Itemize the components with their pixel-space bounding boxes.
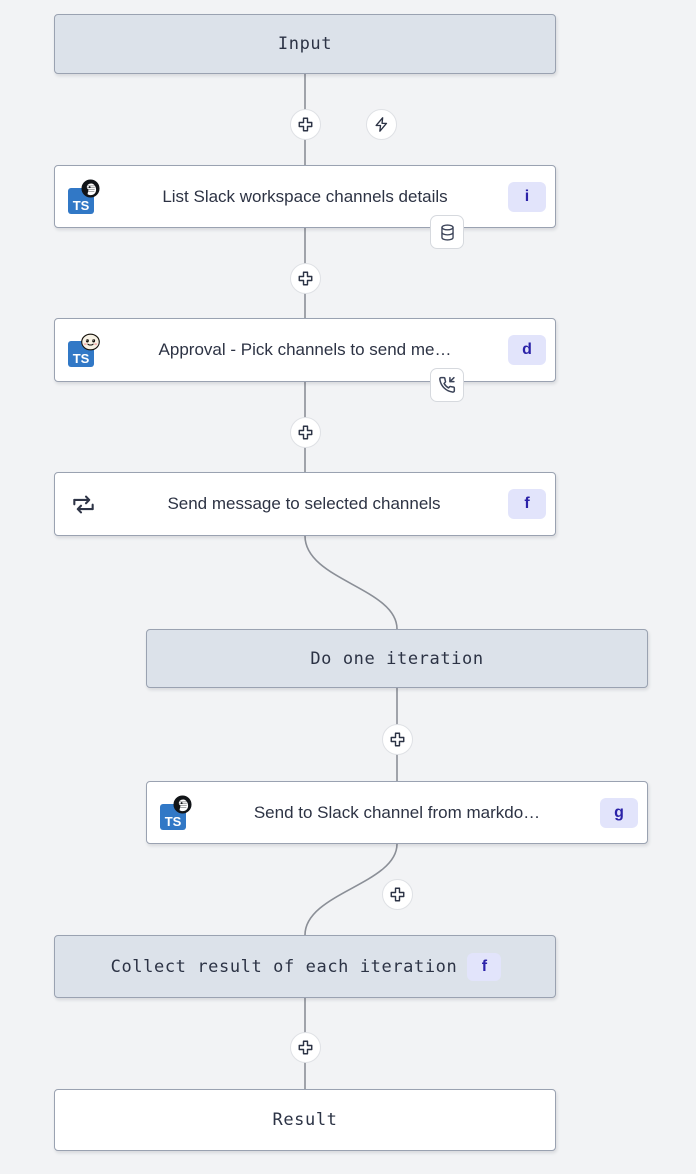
bun-icon	[81, 332, 100, 351]
plus-icon	[298, 1040, 313, 1055]
node-send-message-selected-channels[interactable]: Send message to selected channels f	[54, 472, 556, 536]
node-send-message-selected-channels-badge: f	[508, 489, 546, 519]
node-do-one-iteration[interactable]: Do one iteration	[146, 629, 648, 688]
node-send-to-slack-from-markdown-badge: g	[600, 797, 638, 828]
node-do-one-iteration-label: Do one iteration	[310, 648, 484, 669]
plus-icon	[298, 425, 313, 440]
node-send-to-slack-from-markdown-label: Send to Slack channel from markdo…	[253, 802, 541, 822]
plus-icon	[390, 887, 405, 902]
node-collect-result[interactable]: Collect result of each iteration f	[54, 935, 556, 998]
node-list-slack-channels-label: List Slack workspace channels details	[162, 186, 448, 206]
add-trigger-button[interactable]	[366, 109, 397, 140]
node-collect-result-label: Collect result of each iteration	[110, 956, 458, 977]
add-step-button-after-approval[interactable]	[290, 417, 321, 448]
node-input-label: Input	[277, 34, 333, 54]
lightning-icon	[375, 117, 388, 132]
node-send-to-slack-from-markdown[interactable]: TS Send to Slack channel from markdo… g	[146, 781, 648, 844]
node-result[interactable]: Result	[54, 1089, 556, 1151]
plus-icon	[298, 117, 313, 132]
plus-icon	[390, 732, 405, 747]
node-approval-pick-channels-badge: d	[508, 335, 546, 365]
plus-icon	[298, 271, 313, 286]
database-resource-button[interactable]	[430, 215, 464, 249]
node-list-slack-channels[interactable]: TS List Slack workspace channels details…	[54, 165, 556, 228]
node-send-message-selected-channels-label: Send message to selected channels	[167, 494, 441, 513]
phone-incoming-icon	[439, 376, 456, 393]
add-step-button-inside-iteration[interactable]	[382, 724, 413, 755]
repeat-icon-wrap	[66, 487, 100, 521]
node-collect-result-badge: f	[467, 952, 502, 981]
node-approval-pick-channels[interactable]: TS Approval - Pick channels to send me… …	[54, 318, 556, 382]
node-approval-pick-channels-label: Approval - Pick channels to send me…	[158, 340, 452, 359]
typescript-bun-icon: TS	[66, 332, 102, 368]
repeat-icon	[72, 495, 94, 513]
add-step-button-after-send-to-slack[interactable]	[382, 879, 413, 910]
database-icon	[440, 223, 454, 241]
add-step-button-after-collect[interactable]	[290, 1032, 321, 1063]
typescript-deno-icon: TS	[66, 178, 102, 215]
edge-send-to-iteration	[304, 535, 398, 630]
typescript-icon: TS	[68, 341, 94, 367]
node-input[interactable]: Input	[54, 14, 556, 74]
deno-icon	[81, 178, 100, 198]
node-result-label: Result	[272, 1110, 338, 1130]
approval-resume-button[interactable]	[430, 368, 464, 402]
typescript-deno-icon: TS	[158, 794, 194, 831]
node-list-slack-channels-badge: i	[508, 181, 546, 212]
add-step-button-after-list-channels[interactable]	[290, 263, 321, 294]
deno-icon	[173, 794, 192, 814]
add-step-button-after-input[interactable]	[290, 109, 321, 140]
